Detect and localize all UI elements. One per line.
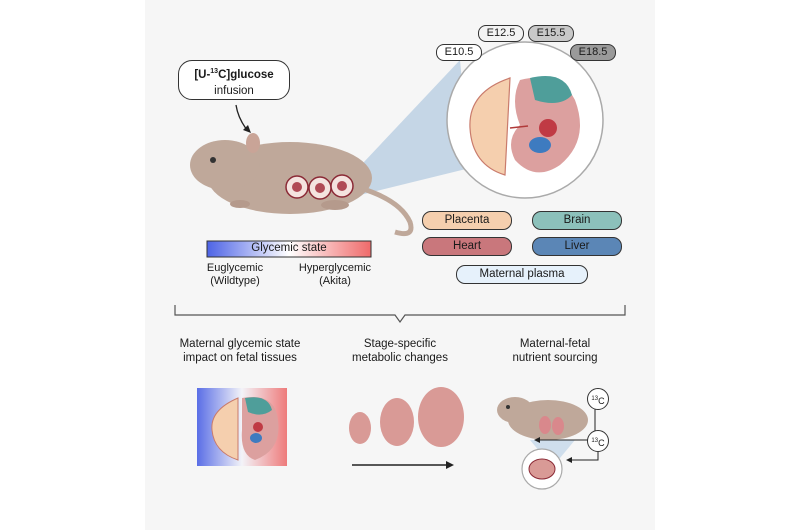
tissue-brain: Brain xyxy=(532,211,622,230)
stage-tag-e12-5: E12.5 xyxy=(478,25,524,42)
euglycemic-label: Euglycemic(Wildtype) xyxy=(206,262,264,287)
tissue-liver: Liver xyxy=(532,237,622,256)
finding-2-embryo-series xyxy=(349,387,464,469)
glycemic-gradient-bar xyxy=(206,240,372,258)
infusion-arrow xyxy=(235,104,248,131)
infusion-title: [U-13C]glucose xyxy=(194,68,274,81)
summary-brace xyxy=(174,305,626,324)
finding-3-image xyxy=(497,397,599,490)
zoomed-embryo xyxy=(446,41,604,199)
infusion-subtitle: infusion xyxy=(214,84,254,97)
stage-tag-e15-5: E15.5 xyxy=(528,25,574,42)
tissue-heart: Heart xyxy=(422,237,512,256)
finding-1-image xyxy=(197,388,287,466)
zoom-cone xyxy=(347,60,470,195)
stage-tag-e10-5: E10.5 xyxy=(436,44,482,61)
hyperglycemic-label: Hyperglycemic(Akita) xyxy=(298,262,372,287)
stage-tag-e18-5: E18.5 xyxy=(570,44,616,61)
infusion-callout: [U-13C]glucose infusion xyxy=(178,60,290,100)
glycemic-bar-label: Glycemic state xyxy=(251,242,327,254)
pregnant-mouse xyxy=(190,133,414,237)
isotope-label-1: 13C xyxy=(587,388,609,410)
tissue-placenta: Placenta xyxy=(422,211,512,230)
tissue-maternal-plasma: Maternal plasma xyxy=(456,265,588,284)
isotope-label-2: 13C xyxy=(587,430,609,452)
